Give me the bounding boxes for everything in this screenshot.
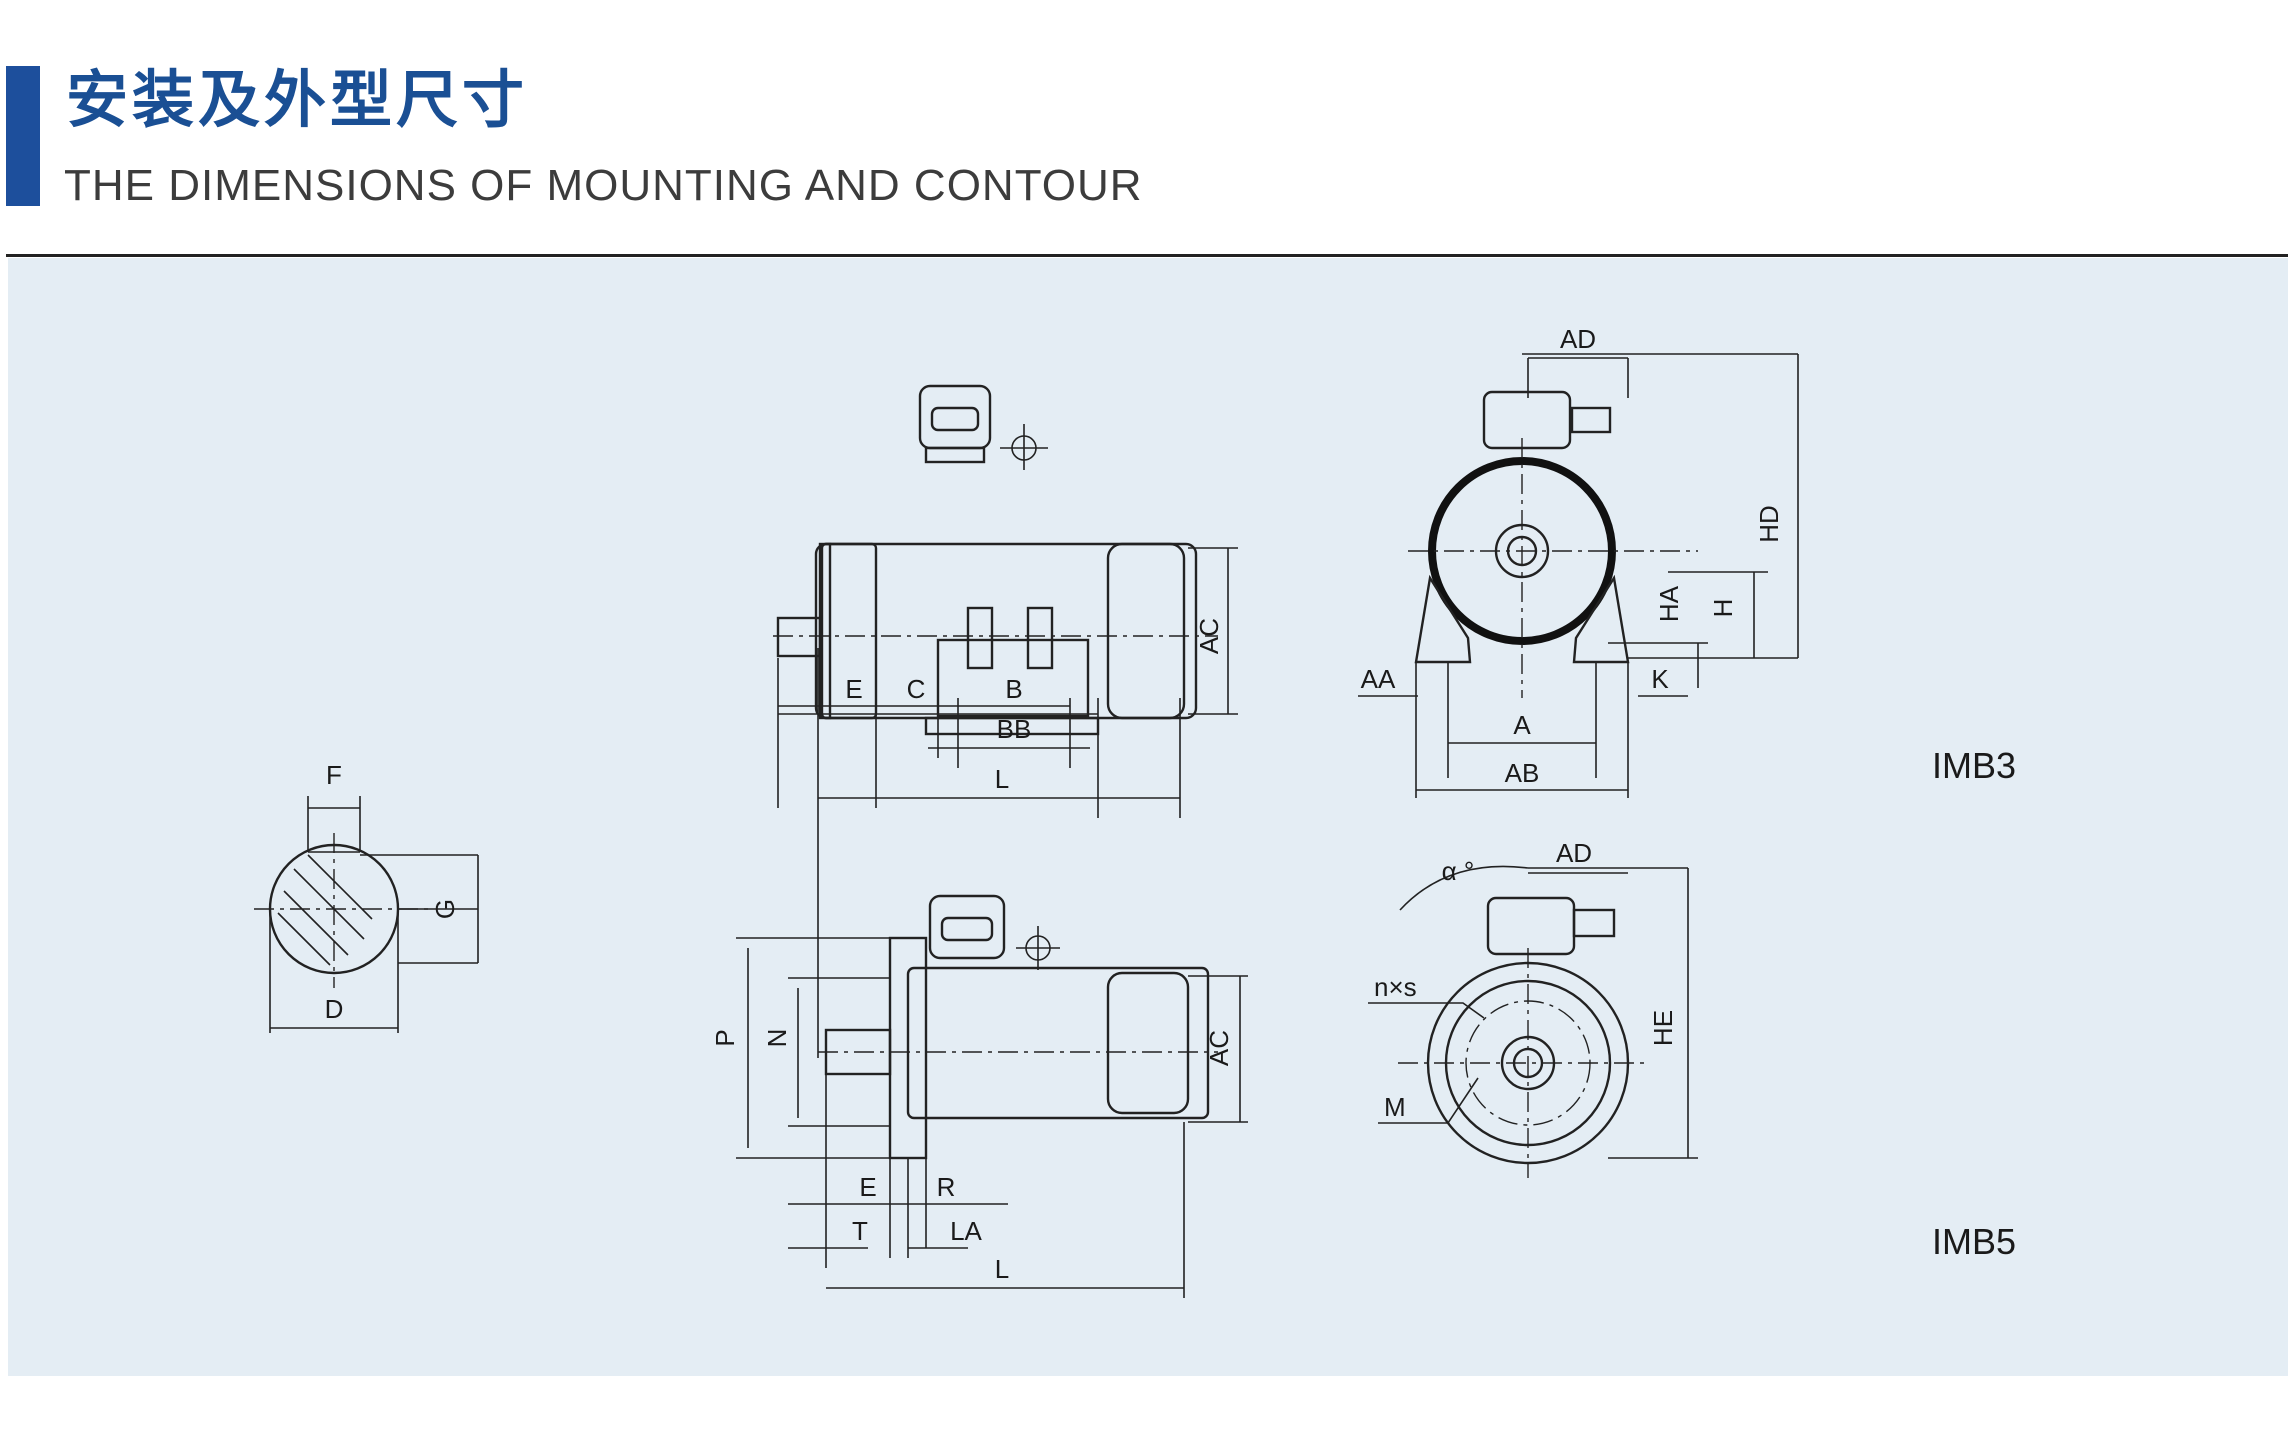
dim-line-ac-b5 <box>1188 975 1248 1123</box>
label-hd: HD <box>1754 505 1784 543</box>
imb3-side-view: AC E C B BB L <box>773 384 1238 1058</box>
label-n: N <box>762 1029 792 1048</box>
front-centerlines-b5 <box>1398 948 1648 1178</box>
label-m: M <box>1384 1092 1406 1122</box>
label-t: T <box>852 1216 868 1246</box>
side-extension-lines-b5 <box>825 1074 1185 1298</box>
technical-drawing: F G D AC E C B BB L <box>254 324 2016 1298</box>
label-e-b5: E <box>859 1172 876 1202</box>
dim-line-he <box>1608 868 1698 1159</box>
alpha-arc <box>1399 865 1529 911</box>
terminal-gland <box>930 406 980 432</box>
label-ac: AC <box>1194 618 1224 654</box>
terminal-gland-b5 <box>940 916 994 942</box>
lifting-eye-cross-b5 <box>1016 926 1060 970</box>
mount-type-imb5: IMB5 <box>1932 1221 2016 1262</box>
frame-circle <box>1428 457 1616 645</box>
label-e: E <box>845 674 862 704</box>
cable-gland-b5 <box>1572 908 1616 938</box>
key-extension-lines <box>307 796 361 852</box>
foot-base <box>936 638 1090 718</box>
label-he: HE <box>1648 1010 1678 1046</box>
label-p: P <box>710 1029 740 1046</box>
terminal-base <box>924 446 986 464</box>
dim-line-e-r-t-la <box>788 1203 1008 1249</box>
label-la: LA <box>950 1216 982 1246</box>
leader-m <box>1378 1077 1479 1124</box>
dim-line-g <box>360 854 479 964</box>
fan-cover-b5 <box>1106 971 1190 1115</box>
terminal-box-front-b5 <box>1486 896 1576 956</box>
leader-nxs <box>1368 1002 1485 1019</box>
foot-left <box>1414 574 1472 664</box>
foot-extension-lines <box>778 698 1181 818</box>
terminal-box-b5 <box>928 894 1006 960</box>
label-c: C <box>907 674 926 704</box>
label-bb: BB <box>997 714 1032 744</box>
imb5-side-view: P N AC E R T LA L <box>710 894 1248 1298</box>
label-d: D <box>325 994 344 1024</box>
shaft <box>776 616 822 658</box>
dimension-drawing-panel: F G D AC E C B BB L <box>8 258 2288 1376</box>
label-f: F <box>326 760 342 790</box>
label-ab: AB <box>1505 758 1540 788</box>
front-terminal-box <box>1482 390 1572 450</box>
title-accent-bar <box>6 66 40 206</box>
shaft-hatching <box>277 854 373 966</box>
terminal-box <box>918 384 992 450</box>
label-ha: HA <box>1654 585 1684 622</box>
mount-type-imb3: IMB3 <box>1932 745 2016 786</box>
motor-body-b5 <box>906 966 1210 1120</box>
label-ac-b5: AC <box>1204 1030 1234 1066</box>
front-centerlines <box>1408 438 1698 698</box>
dim-line-h <box>1668 571 1768 658</box>
fan-cover <box>1106 542 1186 720</box>
cable-gland <box>1570 406 1612 434</box>
label-aa: AA <box>1361 664 1396 694</box>
shaft-cross-section: F G D <box>254 760 479 1033</box>
dim-line-n <box>788 977 890 1127</box>
page-subtitle: THE DIMENSIONS OF MOUNTING AND CONTOUR <box>64 161 1143 210</box>
imb5-front-view: α ° AD n×s HE M <box>1368 838 1698 1178</box>
label-nxs: n×s <box>1374 972 1417 1002</box>
foot-extension-lines <box>1415 662 1629 798</box>
shaft-centerlines <box>254 833 428 988</box>
label-g: G <box>430 899 460 919</box>
label-a: A <box>1513 710 1531 740</box>
dim-line-ha <box>1608 642 1708 688</box>
header-divider <box>6 254 2288 257</box>
lifting-eye-cross <box>1000 424 1048 470</box>
end-shield <box>820 542 878 720</box>
dim-line-ad-b5 <box>1528 867 1688 874</box>
side-extension-lines <box>777 648 877 1058</box>
label-k: K <box>1651 664 1669 694</box>
dim-line-p <box>736 937 890 1159</box>
dim-line-d <box>269 913 399 1033</box>
label-ad: AD <box>1560 324 1596 354</box>
label-r: R <box>937 1172 956 1202</box>
foot-post-left <box>966 606 994 670</box>
label-ad-b5: AD <box>1556 838 1592 868</box>
foot-post-right <box>1026 606 1054 670</box>
imb3-front-view: AD HD HA H AA K A AB <box>1358 324 1799 798</box>
label-b: B <box>1005 674 1022 704</box>
dim-line-ac <box>1188 547 1238 715</box>
label-l-b5: L <box>995 1254 1009 1284</box>
dim-line-ad <box>1522 353 1798 398</box>
label-alpha: α ° <box>1442 856 1475 886</box>
label-l: L <box>995 764 1009 794</box>
foot-right <box>1572 574 1630 664</box>
page-title: 安装及外型尺寸 <box>66 63 529 136</box>
label-h: H <box>1708 599 1738 618</box>
